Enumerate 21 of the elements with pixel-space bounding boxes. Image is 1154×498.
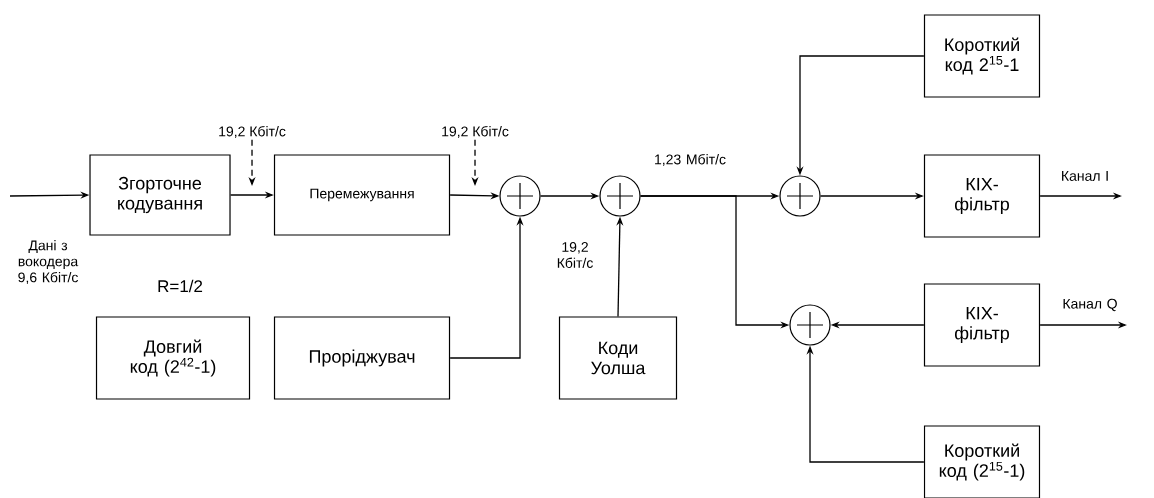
adder-circle <box>779 175 821 217</box>
block-box: Згорточне кодування <box>89 154 231 236</box>
block-box: Короткий код 2$^{15}$-1 <box>923 14 1041 98</box>
adder-circle <box>789 304 831 346</box>
edge-label: 19,2 Кбіт/с <box>557 242 593 268</box>
block-box: Коди Уолша <box>558 316 678 400</box>
edge-label: Канал I <box>1062 171 1108 181</box>
note-label: R=1/2 <box>158 279 203 293</box>
edge-label: Канал Q <box>1063 298 1117 312</box>
adder-circle <box>599 175 641 217</box>
block-box: Проріджувач <box>273 316 451 400</box>
rate-label: 19,2 Кбіт/с <box>219 125 286 138</box>
edge-label: Дані з вокодера 9,6 Кбіт/с <box>18 240 79 284</box>
edge-label: 1,23 Мбіт/с <box>655 153 726 166</box>
block-box: Короткий код (2$^{15}$-1) <box>923 425 1041 498</box>
rate-label: 19,2 Кбіт/с <box>442 125 509 138</box>
block-box: КІХ-фільтр <box>923 283 1041 367</box>
block-box: Перемежування <box>273 154 451 236</box>
block-box: Довгий код (2$^{42}$-1) <box>95 316 251 400</box>
block-box: КІХ-фільтр <box>923 154 1041 238</box>
adder-circle <box>499 175 541 217</box>
